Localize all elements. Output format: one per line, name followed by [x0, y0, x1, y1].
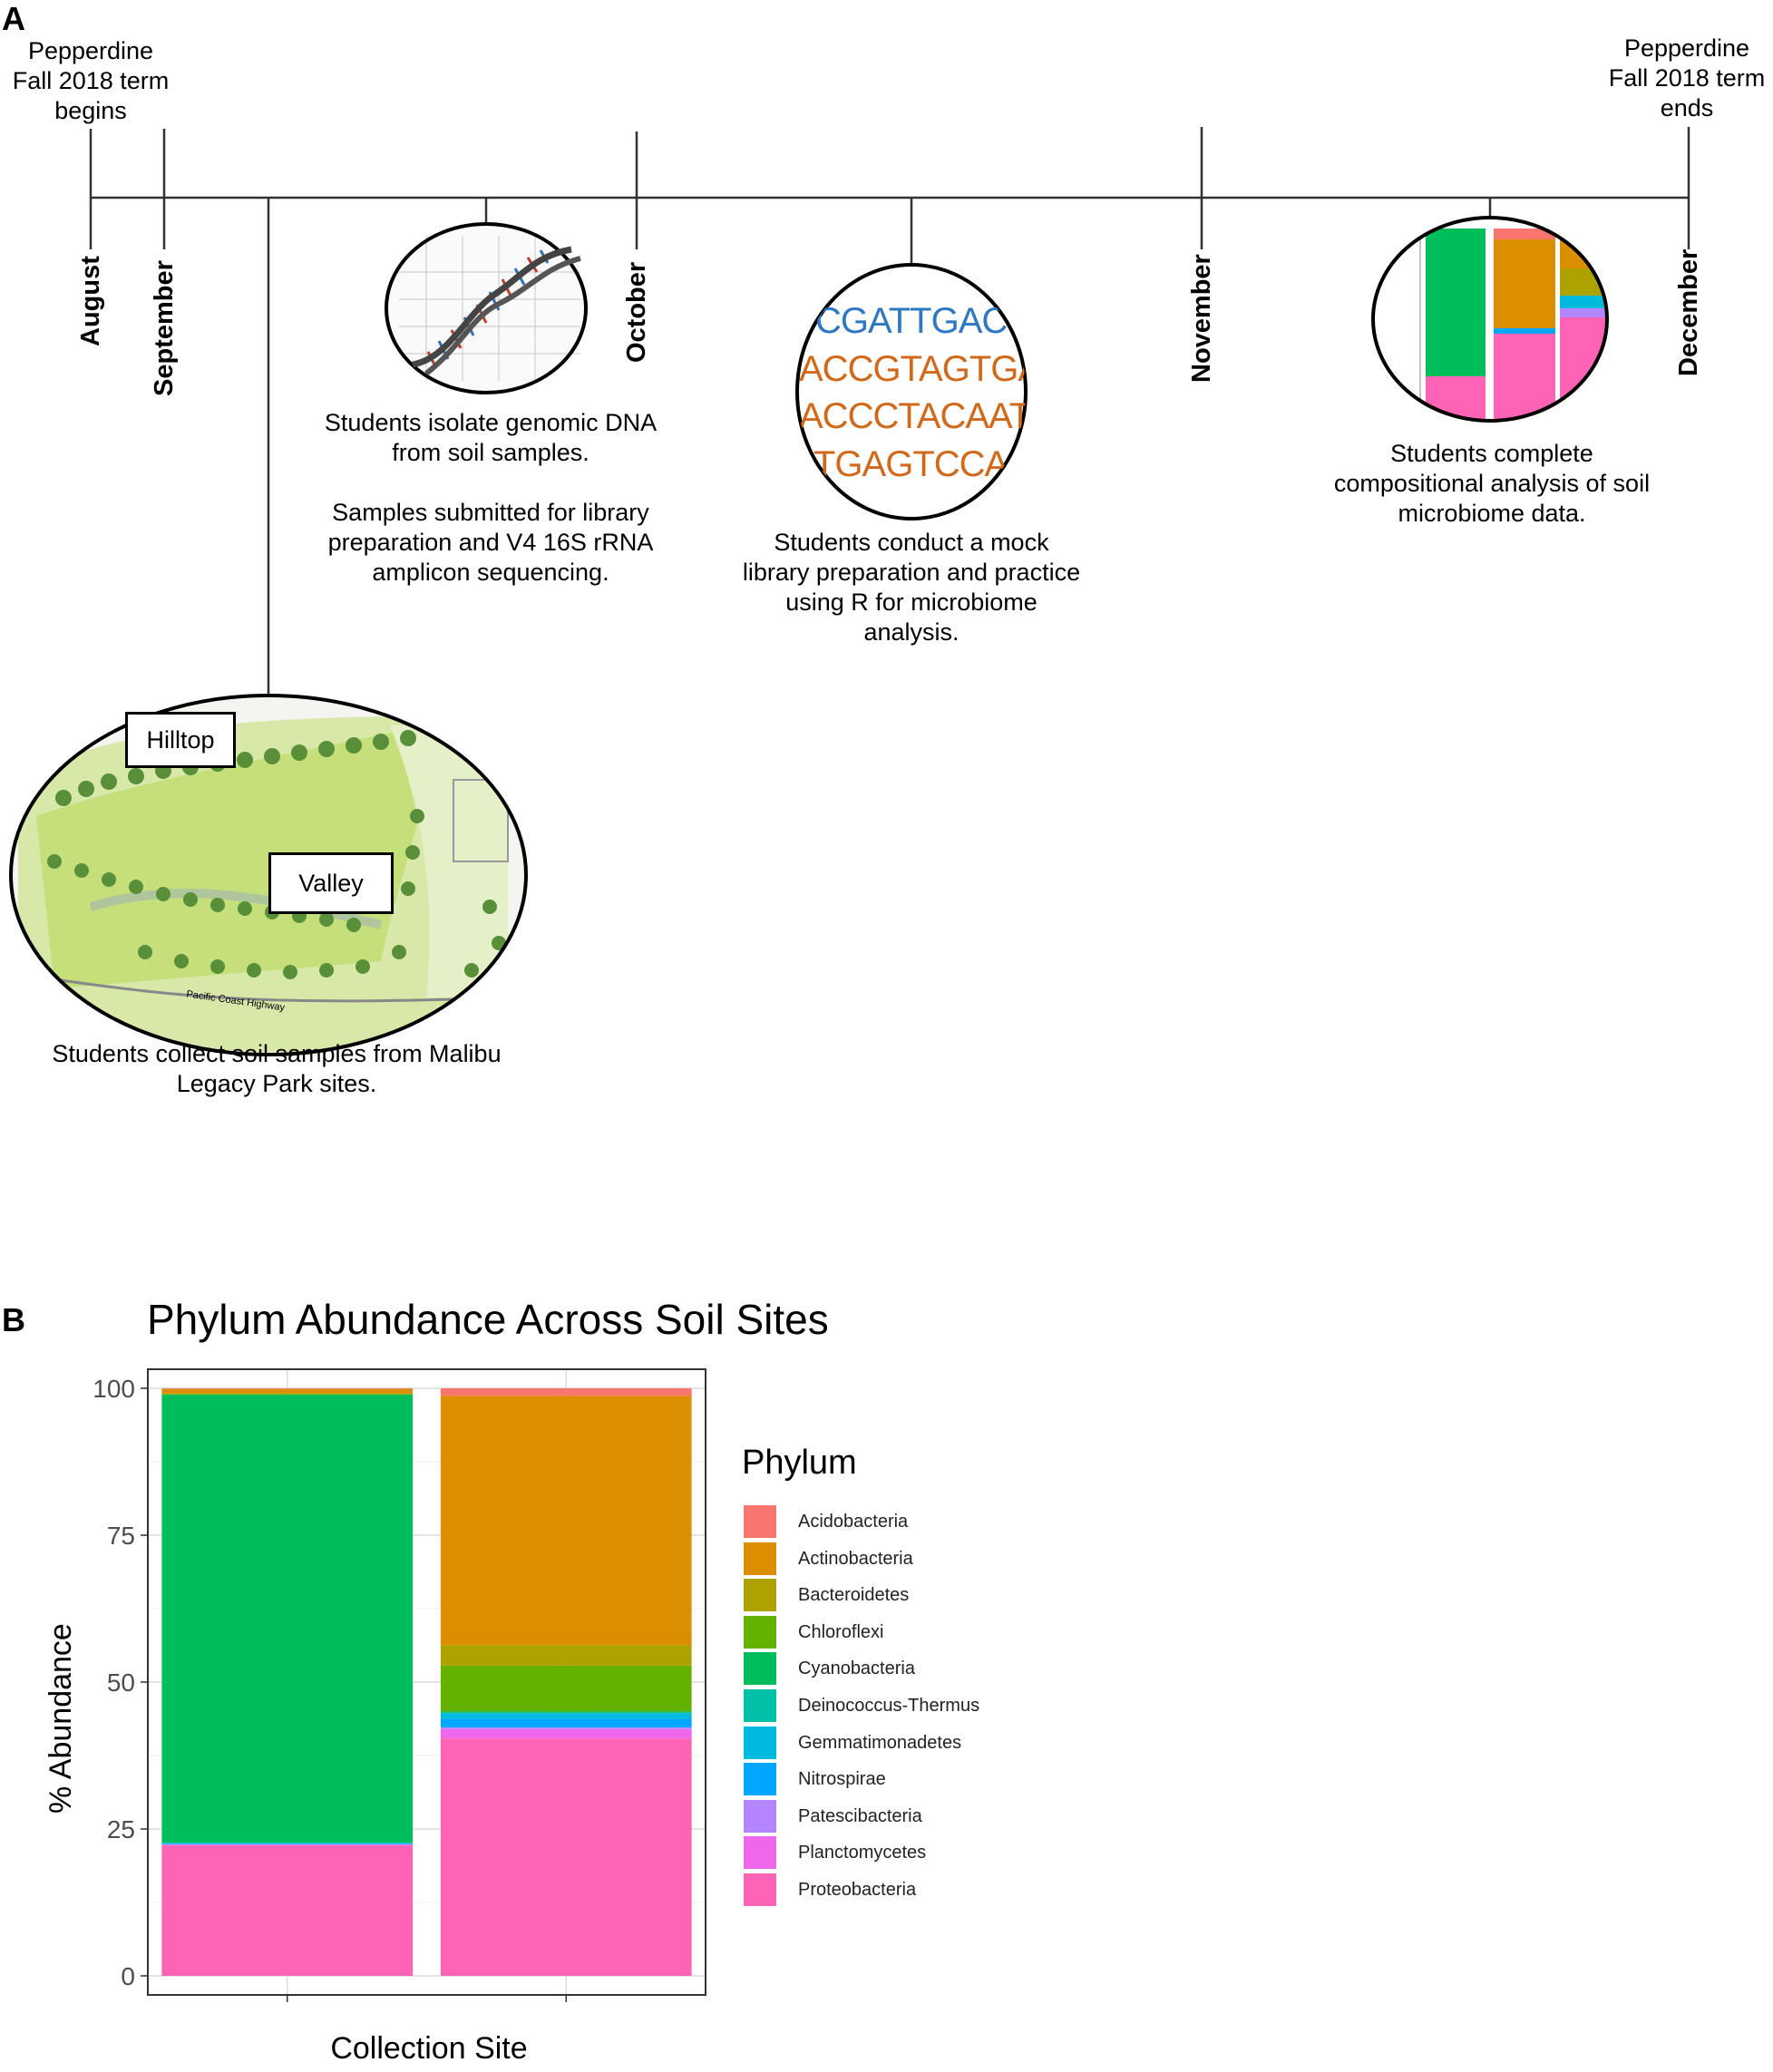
legend-swatch — [744, 1652, 776, 1686]
step-mock-text: Students conduct a mock library preparat… — [742, 529, 1081, 646]
legend-title: Phylum — [742, 1444, 857, 1482]
term-begin-label: Pepperdine Fall 2018 term begins — [12, 37, 170, 124]
bar-segment — [161, 1393, 414, 1395]
legend-label: Proteobacteria — [798, 1880, 917, 1900]
bar-segment — [440, 1727, 692, 1729]
legend-swatch — [744, 1799, 776, 1833]
sequence-line-1: CGATTGACC — [815, 301, 1026, 341]
legend-label: Patescibacteria — [798, 1805, 922, 1826]
month-december: December — [1674, 248, 1703, 376]
legend-swatch — [744, 1836, 776, 1870]
y-axis-title: % Abundance — [44, 1623, 78, 1814]
sequence-line-2-text: ACCGTAGTGAG — [799, 349, 1026, 389]
sequence-line-3: ACCCTACAATTC — [799, 396, 1026, 436]
bar-segment — [161, 1843, 414, 1844]
bar-segment — [440, 1665, 692, 1712]
stacked-bar-chart: 0 25 50 75 100Hilltop - Dry Valley - Wet — [93, 1368, 706, 2013]
sequence-icon — [795, 263, 1028, 520]
step-analysis-text: Students complete compositional analysis… — [1333, 440, 1651, 527]
month-october: October — [622, 261, 651, 363]
bar-segment — [440, 1711, 692, 1713]
term-end-label: Pepperdine Fall 2018 term ends — [1608, 34, 1766, 122]
bar-segment — [161, 1394, 414, 1396]
panel-a-label: A — [2, 0, 25, 37]
legend-swatch — [744, 1579, 776, 1612]
legend-swatch — [744, 1542, 776, 1575]
month-november: November — [1187, 254, 1216, 383]
legend-swatch — [744, 1763, 776, 1796]
map-label-valley: Valley — [268, 852, 394, 914]
bar-segment — [161, 1395, 414, 1843]
bar-segment — [440, 1645, 692, 1666]
x-tick-label: Hilltop - Dry — [221, 2010, 354, 2013]
legend-swatch — [744, 1615, 776, 1649]
x-tick-label: Valley - Wet — [499, 2010, 634, 2013]
bar-segment — [161, 1388, 414, 1389]
timeline — [9, 127, 1690, 1056]
legend-label: Acidobacteria — [798, 1512, 909, 1532]
step-isolate-text: Students isolate genomic DNA from soil s… — [324, 409, 658, 586]
step-collect-text: Students collect soil samples from Malib… — [52, 1040, 502, 1097]
bar-segment — [440, 1718, 692, 1727]
sequence-text-block: CGATTGACC ACCGTAGTGAG ACCCTACAATTC TGAGT… — [797, 265, 1026, 519]
panel-b-label: B — [2, 1301, 25, 1338]
legend-label: Cyanobacteria — [798, 1659, 915, 1679]
bar-segment — [161, 1844, 414, 1846]
bar-segment — [440, 1738, 692, 1976]
sequence-line-2: ACCGTAGTGAG — [799, 349, 1026, 390]
bar-segment — [161, 1845, 414, 1976]
bar-segment — [161, 1843, 414, 1845]
bar-segment — [440, 1712, 692, 1714]
bar-segment — [161, 1388, 414, 1394]
plot-border — [147, 1368, 706, 1996]
y-tick-label: 0 — [121, 1962, 135, 1990]
bar-segment — [440, 1728, 692, 1739]
legend-label: Actinobacteria — [798, 1548, 913, 1569]
y-tick-label: 100 — [93, 1375, 135, 1403]
sequence-line-4: TGAGTCCAGA — [813, 444, 1026, 484]
y-tick-label: 25 — [107, 1815, 135, 1843]
x-axis-title: Collection Site — [330, 2031, 528, 2066]
legend-swatch — [744, 1689, 776, 1722]
bar-segment — [440, 1713, 692, 1719]
legend-label: Deinococcus-Thermus — [798, 1696, 980, 1716]
legend-swatch — [744, 1726, 776, 1759]
chart-title: Phylum Abundance Across Soil Sites — [147, 1296, 829, 1343]
legend-label: Bacteroidetes — [798, 1585, 910, 1606]
y-tick-label: 75 — [107, 1522, 135, 1550]
bar-segment — [440, 1396, 692, 1646]
month-september: September — [150, 260, 179, 396]
legend-label: Chloroflexi — [798, 1621, 884, 1642]
legend-swatch — [744, 1873, 776, 1906]
legend-swatch — [744, 1505, 776, 1538]
legend-label: Gemmatimonadetes — [798, 1732, 962, 1753]
bar-segment — [440, 1388, 692, 1396]
y-tick-label: 50 — [107, 1668, 135, 1697]
park-map-image — [11, 696, 526, 1055]
legend-label: Planctomycetes — [798, 1843, 927, 1863]
bar-segment — [161, 1843, 414, 1844]
legend-label: Nitrospirae — [798, 1769, 886, 1790]
month-august: August — [76, 256, 105, 346]
dna-helix-icon — [385, 222, 588, 394]
map-label-hilltop: Hilltop — [125, 712, 236, 768]
